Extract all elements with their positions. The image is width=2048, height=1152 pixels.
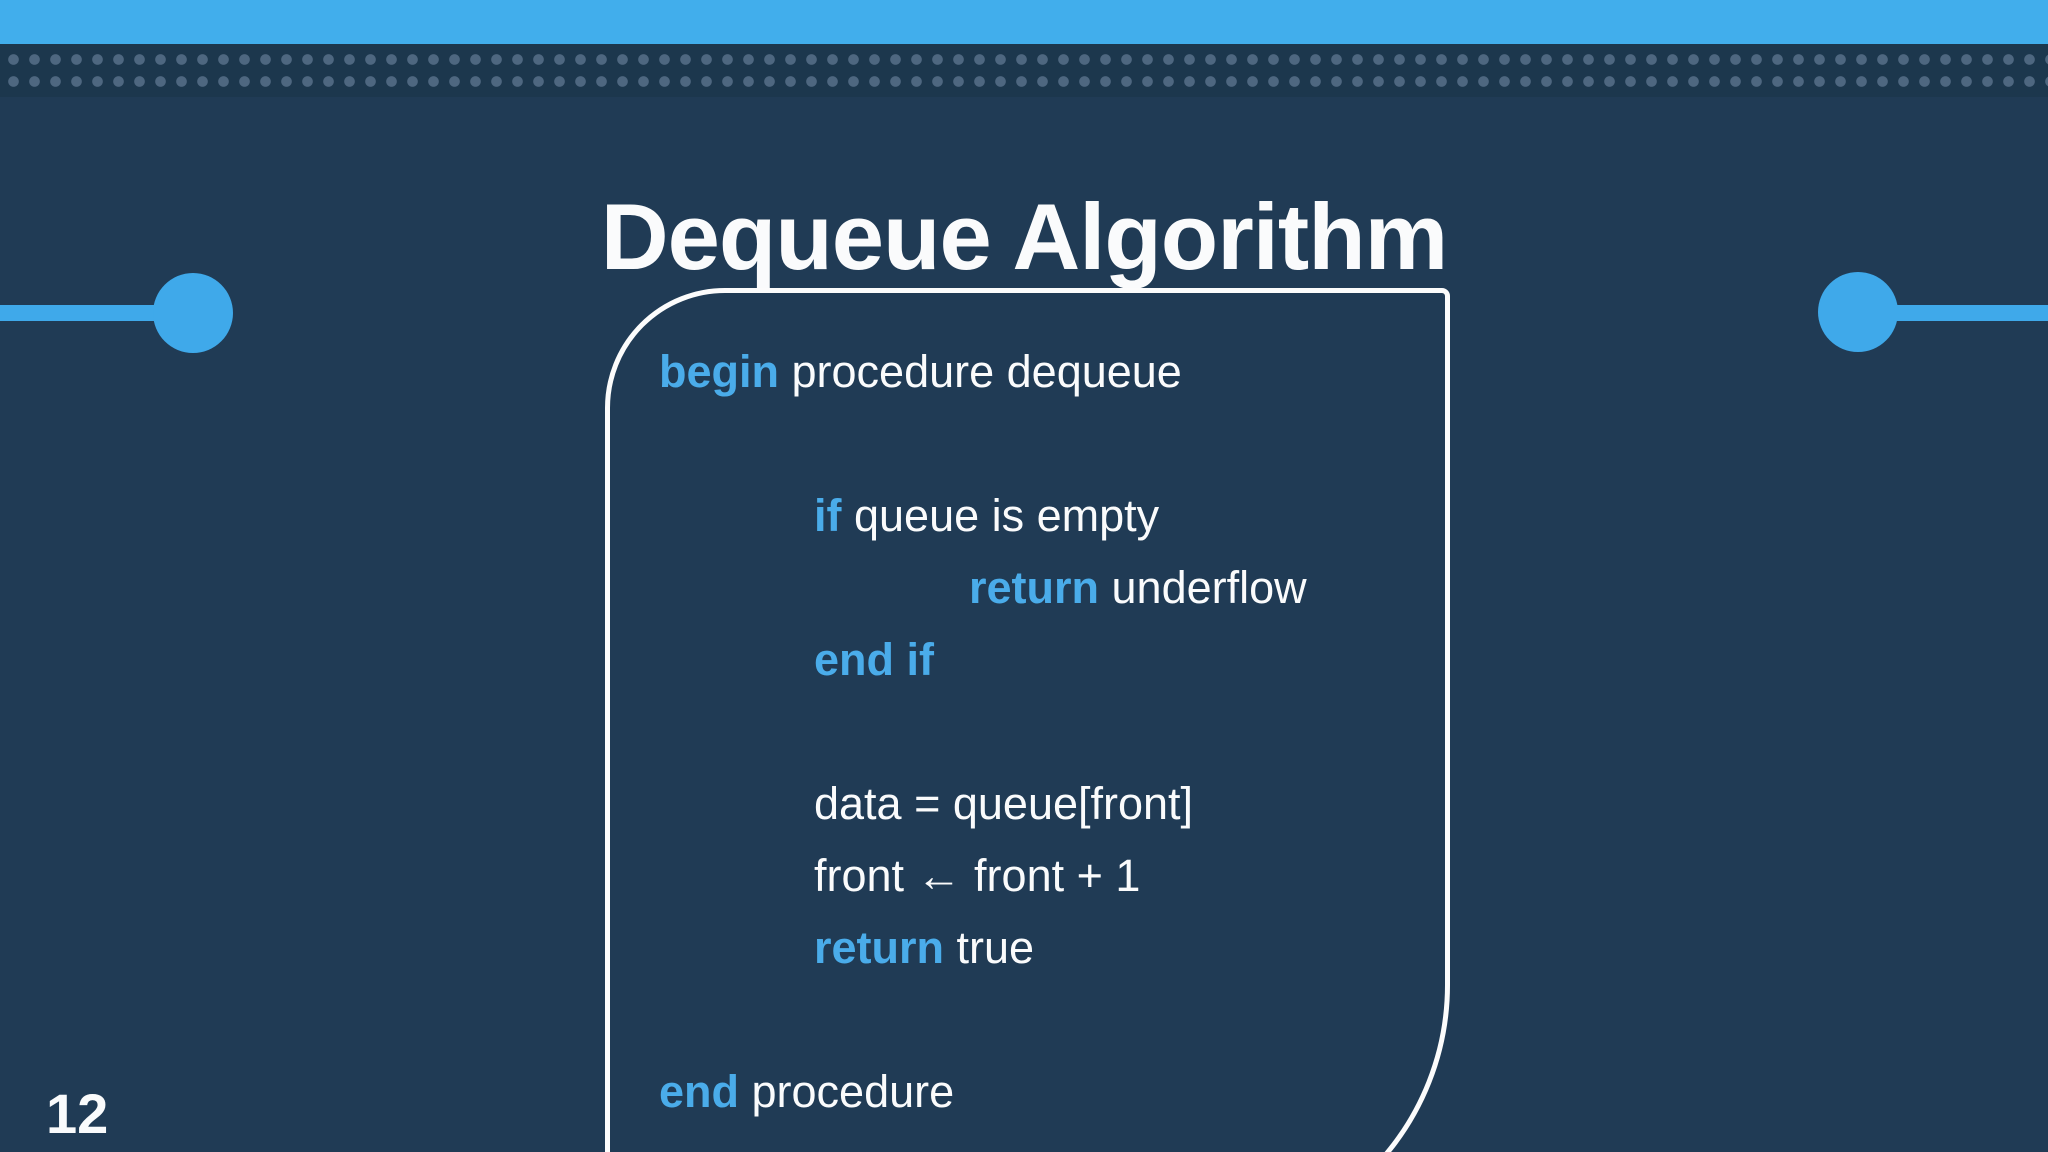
code-text: front ← front + 1 (814, 850, 1141, 901)
code-keyword: end (659, 1066, 740, 1117)
code-line: front ← front + 1 (814, 840, 1425, 912)
right-connector-line (1875, 305, 2048, 321)
code-keyword: return (969, 562, 1100, 613)
code-keyword: return (814, 922, 945, 973)
code-text: procedure (739, 1066, 955, 1117)
code-keyword: end if (814, 634, 934, 685)
pseudocode-box: begin procedure dequeue if queue is empt… (605, 288, 1450, 1152)
pseudocode: begin procedure dequeue if queue is empt… (659, 336, 1425, 1128)
code-blank-line (659, 408, 1425, 480)
code-line: if queue is empty (814, 480, 1425, 552)
code-keyword: begin (659, 346, 779, 397)
code-line: data = queue[front] (814, 768, 1425, 840)
top-accent-bar (0, 0, 2048, 44)
code-blank-line (659, 984, 1425, 1056)
code-line: return true (814, 912, 1425, 984)
code-text: true (944, 922, 1035, 973)
code-text: data = queue[front] (814, 778, 1194, 829)
code-keyword: if (814, 490, 842, 541)
code-line: begin procedure dequeue (659, 336, 1425, 408)
left-connector-dot (153, 273, 233, 353)
code-line: end if (814, 624, 1425, 696)
code-line: end procedure (659, 1056, 1425, 1128)
code-line: return underflow (969, 552, 1425, 624)
code-text: queue is empty (841, 490, 1160, 541)
page-number: 12 (46, 1082, 109, 1145)
code-text: underflow (1099, 562, 1307, 613)
code-text: procedure dequeue (779, 346, 1182, 397)
code-blank-line (814, 696, 1425, 768)
dotted-pattern-strip (0, 44, 2048, 97)
left-connector-line (0, 305, 175, 321)
slide-title: Dequeue Algorithm (600, 183, 1448, 289)
